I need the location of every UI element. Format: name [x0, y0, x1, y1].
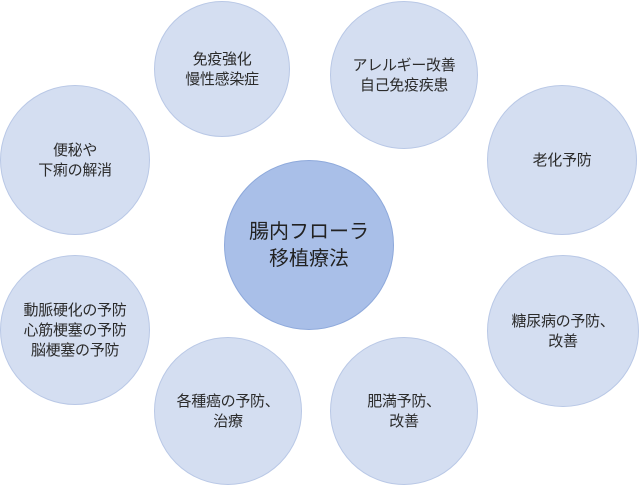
- node-obesity-line-1: 肥満予防、: [367, 391, 441, 410]
- node-allergy: アレルギー改善 自己免疫疾患: [330, 1, 478, 149]
- node-arteriosclerosis-line-1: 動脈硬化の予防: [23, 300, 127, 319]
- node-diabetes-line-1: 糖尿病の予防、: [511, 311, 615, 330]
- node-cancer-line-1: 各種癌の予防、: [176, 391, 280, 410]
- node-aging-line-1: 老化予防: [532, 150, 592, 169]
- node-immunity-line-1: 免疫強化: [192, 49, 252, 68]
- node-allergy-line-1: アレルギー改善: [352, 55, 456, 74]
- node-constipation: 便秘や 下痢の解消: [0, 85, 150, 235]
- node-diabetes: 糖尿病の予防、 改善: [487, 255, 639, 407]
- center-line-1: 腸内フローラ: [249, 219, 369, 243]
- node-diabetes-line-2: 改善: [548, 332, 578, 350]
- node-constipation-line-2: 下痢の解消: [38, 161, 112, 179]
- node-immunity-line-2: 慢性感染症: [185, 70, 259, 88]
- node-aging: 老化予防: [487, 85, 637, 235]
- node-cancer-line-2: 治療: [213, 412, 243, 430]
- node-allergy-line-2: 自己免疫疾患: [359, 76, 449, 94]
- node-constipation-line-1: 便秘や: [52, 140, 98, 159]
- node-arteriosclerosis: 動脈硬化の予防 心筋梗塞の予防 脳梗塞の予防: [0, 255, 150, 405]
- node-obesity-line-2: 改善: [389, 412, 419, 430]
- center-line-2: 移植療法: [269, 246, 349, 270]
- node-cancer: 各種癌の予防、 治療: [154, 337, 302, 485]
- node-obesity: 肥満予防、 改善: [330, 337, 478, 485]
- node-immunity: 免疫強化 慢性感染症: [154, 1, 290, 137]
- node-arteriosclerosis-line-2: 心筋梗塞の予防: [23, 320, 127, 339]
- node-arteriosclerosis-line-3: 脳梗塞の予防: [30, 341, 120, 360]
- center-node-fmt: 腸内フローラ 移植療法: [224, 160, 394, 330]
